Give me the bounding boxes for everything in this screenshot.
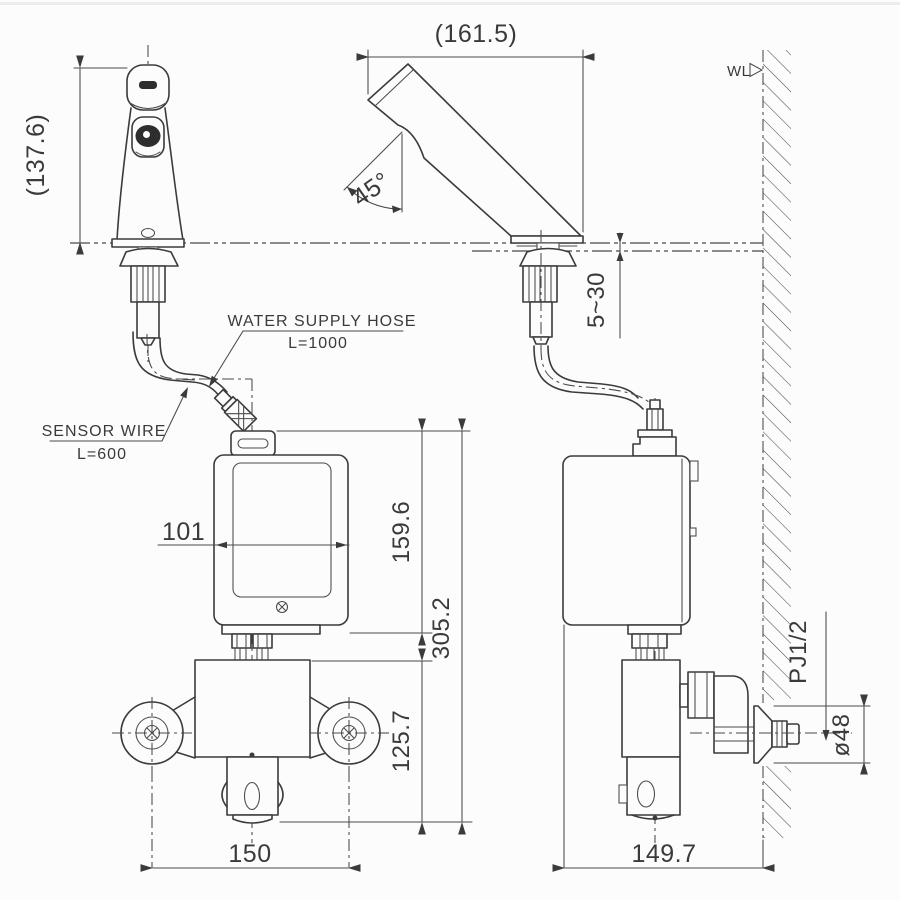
valve-body: [194, 659, 311, 758]
left-hose-and-wire: [132, 331, 258, 433]
wall-hatch-lower: [763, 766, 791, 838]
dim-spout-angle-text: 45°: [347, 167, 395, 212]
dim-escutcheon-diameter-text: ø48: [828, 714, 855, 757]
dim-counter-thickness: 5~30: [583, 232, 624, 339]
dim-mounting-pitch-text: 150: [228, 840, 271, 868]
wall-hatch-upper: [763, 50, 791, 700]
dim-faucet-height: (137.6): [22, 55, 128, 255]
wall-bracket: [713, 675, 749, 754]
wall-line-marker: WL: [727, 62, 764, 80]
spout-outlet-slot: [139, 81, 157, 89]
wall-line-label: WL: [727, 63, 751, 80]
front-view-faucet: [111, 45, 185, 362]
wall-escutcheon: [753, 705, 773, 764]
dim-overall-under-counter-height: 305.2: [279, 418, 473, 835]
dim-side-depth: 149.7: [552, 624, 775, 872]
thread-spec-text: PJ1/2: [785, 620, 812, 684]
sensor-wire-plug: [213, 388, 258, 433]
water-supply-hose-callout: WATER SUPPLY HOSE L=1000: [209, 313, 417, 387]
mounting-washer: [119, 247, 179, 267]
right-mounting-flange: [309, 697, 389, 770]
dim-spout-length-text: (161.5): [435, 20, 518, 48]
dim-side-depth-text: 149.7: [631, 840, 696, 868]
sensor-wire-callout: SENSOR WIRE L=600: [42, 387, 188, 463]
thread-spec-callout: PJ1/2: [785, 611, 830, 741]
wall-line-triangle-icon: [749, 62, 764, 78]
dim-controller-height: 159.6: [276, 418, 471, 646]
controller-side-body: [562, 455, 691, 626]
dim-spout-length: (161.5): [356, 20, 595, 233]
dim-mounting-pitch: 150: [140, 770, 361, 872]
valve-side-body: [621, 659, 681, 758]
dim-spout-angle: 45°: [343, 131, 403, 213]
scan-artifact: [0, 2, 900, 5]
dim-escutcheon-diameter: ø48: [773, 694, 871, 775]
counter-lines: [70, 242, 763, 252]
sensor-wire-label: SENSOR WIRE: [42, 423, 167, 440]
supply-pipe-end: [786, 723, 800, 745]
right-hose: [533, 345, 651, 410]
logo-mark: [140, 227, 156, 239]
dim-controller-width: 101: [157, 518, 350, 549]
left-mounting-flange: [112, 697, 192, 770]
water-supply-hose-length: L=1000: [288, 335, 348, 352]
dim-overall-height-text: 305.2: [428, 597, 455, 660]
controller-front-view: [213, 379, 349, 843]
dim-valve-height: 125.7: [311, 648, 433, 835]
dim-counter-thickness-text: 5~30: [583, 272, 610, 328]
dim-faucet-height-text: (137.6): [22, 114, 50, 197]
wall-section: [762, 50, 791, 838]
dim-controller-width-text: 101: [162, 518, 205, 546]
dim-valve-height-text: 125.7: [388, 710, 415, 773]
sensor-wire-length: L=600: [77, 446, 127, 463]
stop-valve-front-view: [112, 659, 389, 824]
union-nut: [687, 671, 715, 719]
water-supply-hose-label: WATER SUPPLY HOSE: [228, 313, 417, 330]
side-view-faucet: [367, 63, 584, 350]
dim-controller-height-text: 159.6: [388, 501, 415, 564]
stop-valve-side-view: [618, 659, 852, 821]
controller-cover-panel: [232, 462, 332, 598]
